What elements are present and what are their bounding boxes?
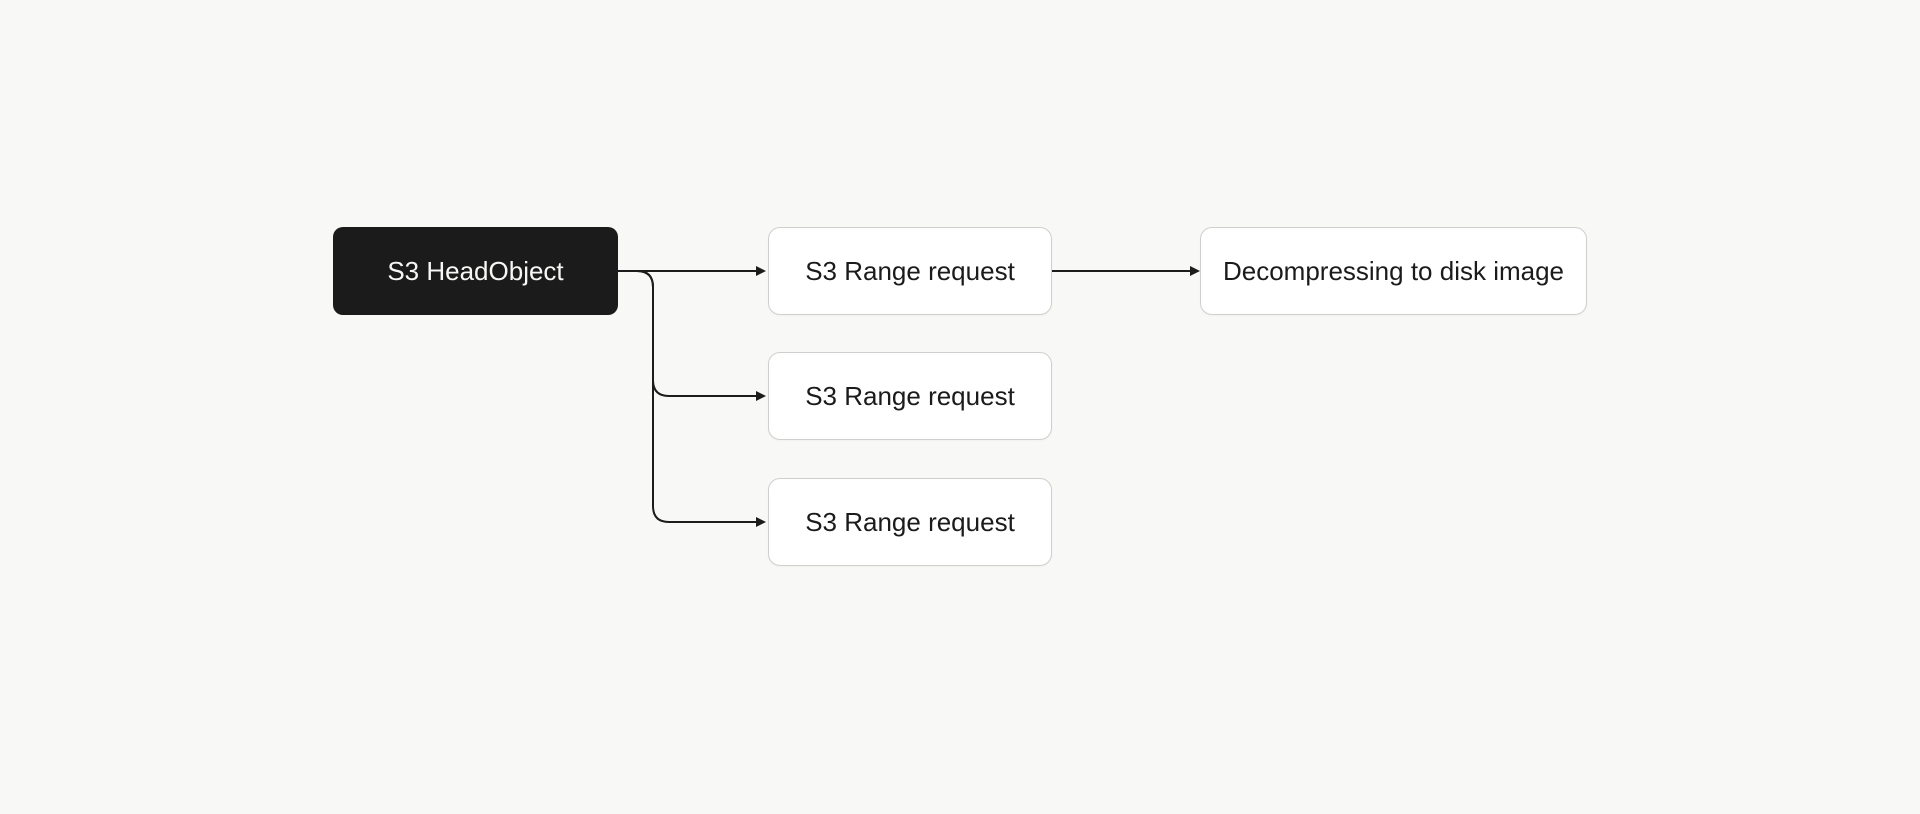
edge-headobject-to-range2 [618,270,766,401]
node-s3-range-request-3: S3 Range request [768,478,1052,566]
node-s3-range-request-1: S3 Range request [768,227,1052,315]
node-s3-range-request-2: S3 Range request [768,352,1052,440]
node-label: S3 Range request [805,256,1015,286]
edge-headobject-to-range3 [618,270,766,527]
node-label: S3 Range request [805,381,1015,411]
node-s3-headobject: S3 HeadObject [333,227,618,315]
node-label: S3 Range request [805,507,1015,537]
node-label: Decompressing to disk image [1222,256,1565,286]
node-decompressing-to-disk-image: Decompressing to disk image [1200,227,1587,315]
node-label: S3 HeadObject [387,256,564,286]
